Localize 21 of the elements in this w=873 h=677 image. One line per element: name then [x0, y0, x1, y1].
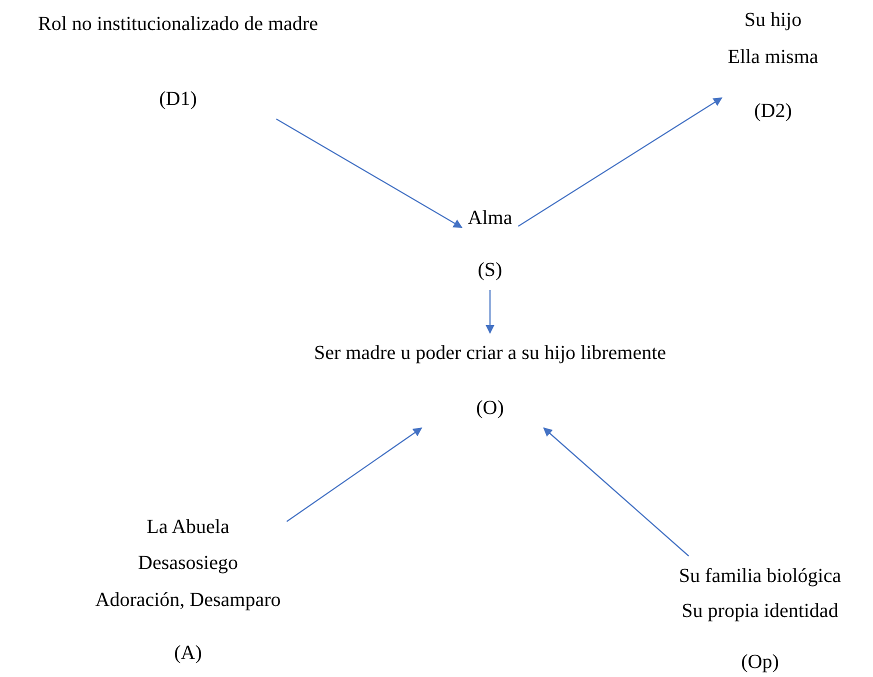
- arrow: [286, 427, 422, 522]
- node-label: Su propia identidad: [682, 599, 838, 624]
- node-label: Desasosiego: [138, 551, 238, 576]
- node-label: Rol no institucionalizado de madre: [38, 12, 318, 37]
- arrow: [543, 427, 690, 556]
- node-label: (S): [478, 258, 502, 283]
- node-label: Ella misma: [728, 45, 818, 70]
- node-label: (D1): [159, 87, 197, 112]
- node-label: Su familia biológica: [678, 564, 842, 589]
- arrow: [518, 97, 722, 227]
- arrow: [276, 118, 463, 228]
- node-label: Su hijo: [744, 8, 802, 33]
- node-label: Adoración, Desamparo: [95, 588, 281, 613]
- node-label: (Op): [741, 650, 779, 675]
- node-label: (D2): [754, 99, 792, 124]
- node-label: Ser madre u poder criar a su hijo libremente: [314, 341, 666, 366]
- node-label: (A): [174, 641, 202, 666]
- arrow: [486, 290, 494, 334]
- node-label: (O): [476, 396, 504, 421]
- node-label: Alma: [468, 206, 512, 231]
- node-label: La Abuela: [146, 515, 230, 540]
